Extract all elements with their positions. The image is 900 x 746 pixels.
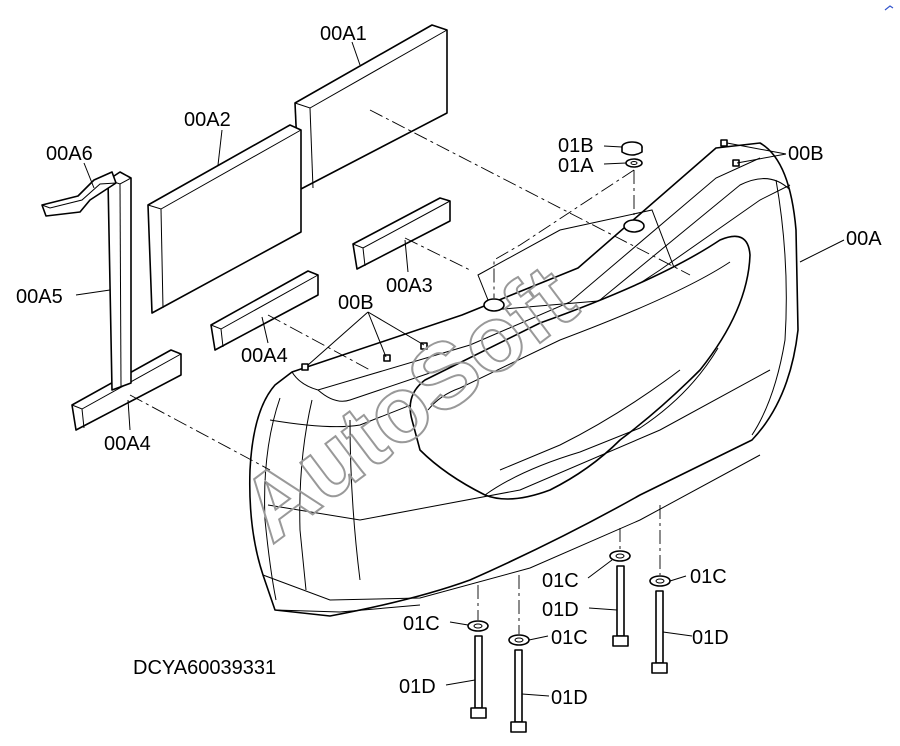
washer-01A (625, 158, 643, 168)
pad-00A4-upper (210, 270, 319, 351)
label-00A5: 00A5 (16, 286, 63, 308)
assembly-lines (129, 109, 691, 634)
label-00A: 00A (846, 228, 882, 250)
label-01C-1: 01C (403, 613, 440, 635)
pad-00A5 (107, 171, 132, 391)
label-01D-3: 01D (542, 599, 579, 621)
label-00A2: 00A2 (184, 109, 231, 131)
washer-01C-1 (467, 620, 489, 632)
pad-00A2 (147, 124, 302, 314)
label-00A4-lower: 00A4 (104, 433, 151, 455)
label-00A4-upper: 00A4 (241, 345, 288, 367)
label-00A6: 00A6 (46, 143, 93, 165)
label-00A1: 00A1 (320, 23, 367, 45)
bolt-01D-2 (510, 649, 527, 733)
pad-00A6 (41, 171, 117, 217)
washer-01C-2 (508, 634, 530, 646)
bolt-01D-3 (612, 565, 629, 647)
pad-00A1 (294, 24, 448, 191)
label-01C-3: 01C (542, 570, 579, 592)
bolt-01D-1 (470, 635, 487, 719)
bolt-01D-4 (651, 590, 668, 674)
label-01C-2: 01C (551, 627, 588, 649)
label-01D-2: 01D (551, 687, 588, 709)
part-labels: 00A1 00A2 00A6 00A5 00A3 00A4 00A4 00B 0… (16, 23, 882, 709)
drawing-code: DCYA60039331 (133, 657, 276, 679)
washer-01C-3 (609, 550, 631, 562)
pad-00A3 (352, 197, 451, 270)
weight-body-00A (248, 139, 799, 617)
label-01C-4: 01C (690, 566, 727, 588)
label-00B-top: 00B (788, 143, 824, 165)
label-01A: 01A (558, 155, 594, 177)
pad-00A4-lower (71, 349, 182, 431)
corner-mark (884, 5, 894, 11)
label-01B: 01B (558, 135, 594, 157)
leader-lines (75, 41, 845, 697)
label-00A3: 00A3 (386, 275, 433, 297)
washer-01C-4 (649, 575, 671, 587)
label-01D-1: 01D (399, 676, 436, 698)
plug-01B (621, 141, 643, 156)
label-01D-4: 01D (692, 627, 729, 649)
label-00B-mid: 00B (338, 292, 374, 314)
